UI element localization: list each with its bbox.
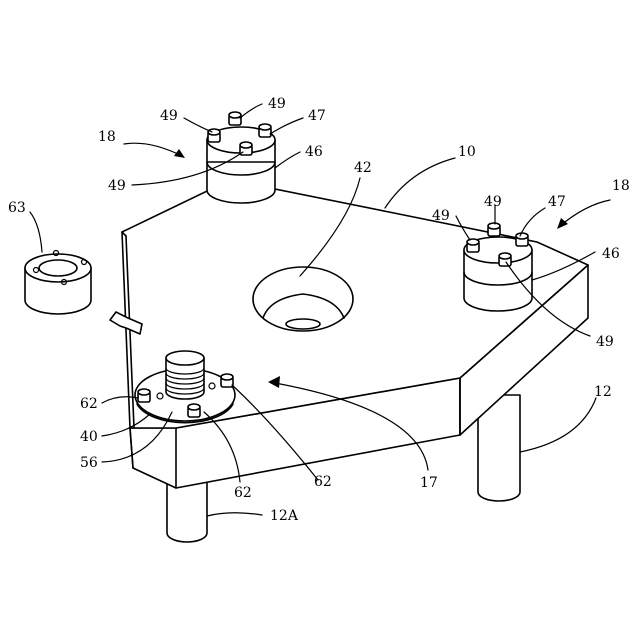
- bolt-62: [188, 404, 200, 417]
- label-49: 49: [160, 108, 178, 124]
- bolt-49: [467, 239, 479, 252]
- label-56: 56: [80, 455, 98, 471]
- label-46: 46: [305, 144, 323, 160]
- label-18: 18: [98, 129, 116, 145]
- label-17: 17: [420, 475, 438, 491]
- label-47: 47: [308, 108, 326, 124]
- label-49: 49: [432, 208, 450, 224]
- ring-63: [25, 251, 91, 315]
- bolt-62: [221, 374, 233, 387]
- label-49: 49: [596, 334, 614, 350]
- label-18: 18: [612, 178, 630, 194]
- bolt-62: [138, 389, 150, 402]
- label-42: 42: [354, 160, 372, 176]
- bolt-49: [499, 253, 511, 266]
- center-hole-42: [253, 267, 353, 331]
- label-62: 62: [234, 485, 252, 501]
- bolt-49: [488, 223, 500, 236]
- label-62: 62: [314, 474, 332, 490]
- threaded-shaft-56: [166, 351, 204, 399]
- label-46: 46: [602, 246, 620, 262]
- bolt-49: [259, 124, 271, 137]
- label-12a: 12A: [270, 508, 299, 524]
- label-40: 40: [80, 429, 98, 445]
- label-62: 62: [80, 396, 98, 412]
- label-49: 49: [268, 96, 286, 112]
- bolt-49: [229, 112, 241, 125]
- label-49: 49: [108, 178, 126, 194]
- label-49: 49: [484, 194, 502, 210]
- label-12: 12: [594, 384, 612, 400]
- label-63: 63: [8, 200, 26, 216]
- bolt-49: [516, 233, 528, 246]
- label-10: 10: [458, 144, 476, 160]
- label-47: 47: [548, 194, 566, 210]
